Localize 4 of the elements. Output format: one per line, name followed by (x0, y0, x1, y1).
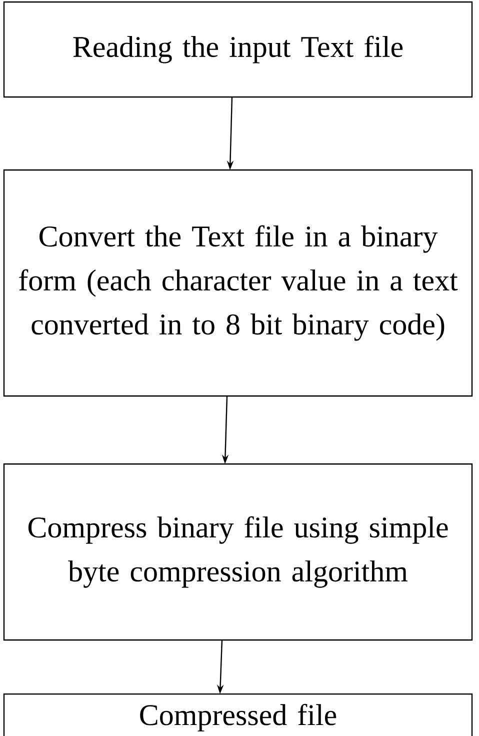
process-box: Reading the input Text file (3, 1, 473, 98)
process-box: Compressed file (3, 693, 473, 736)
process-box: Convert the Text file in a binary form (each character value in a text converted in to 8 bit binary code) (3, 169, 473, 397)
process-box: Compress binary file using simple byte compression algorithm (3, 463, 473, 641)
